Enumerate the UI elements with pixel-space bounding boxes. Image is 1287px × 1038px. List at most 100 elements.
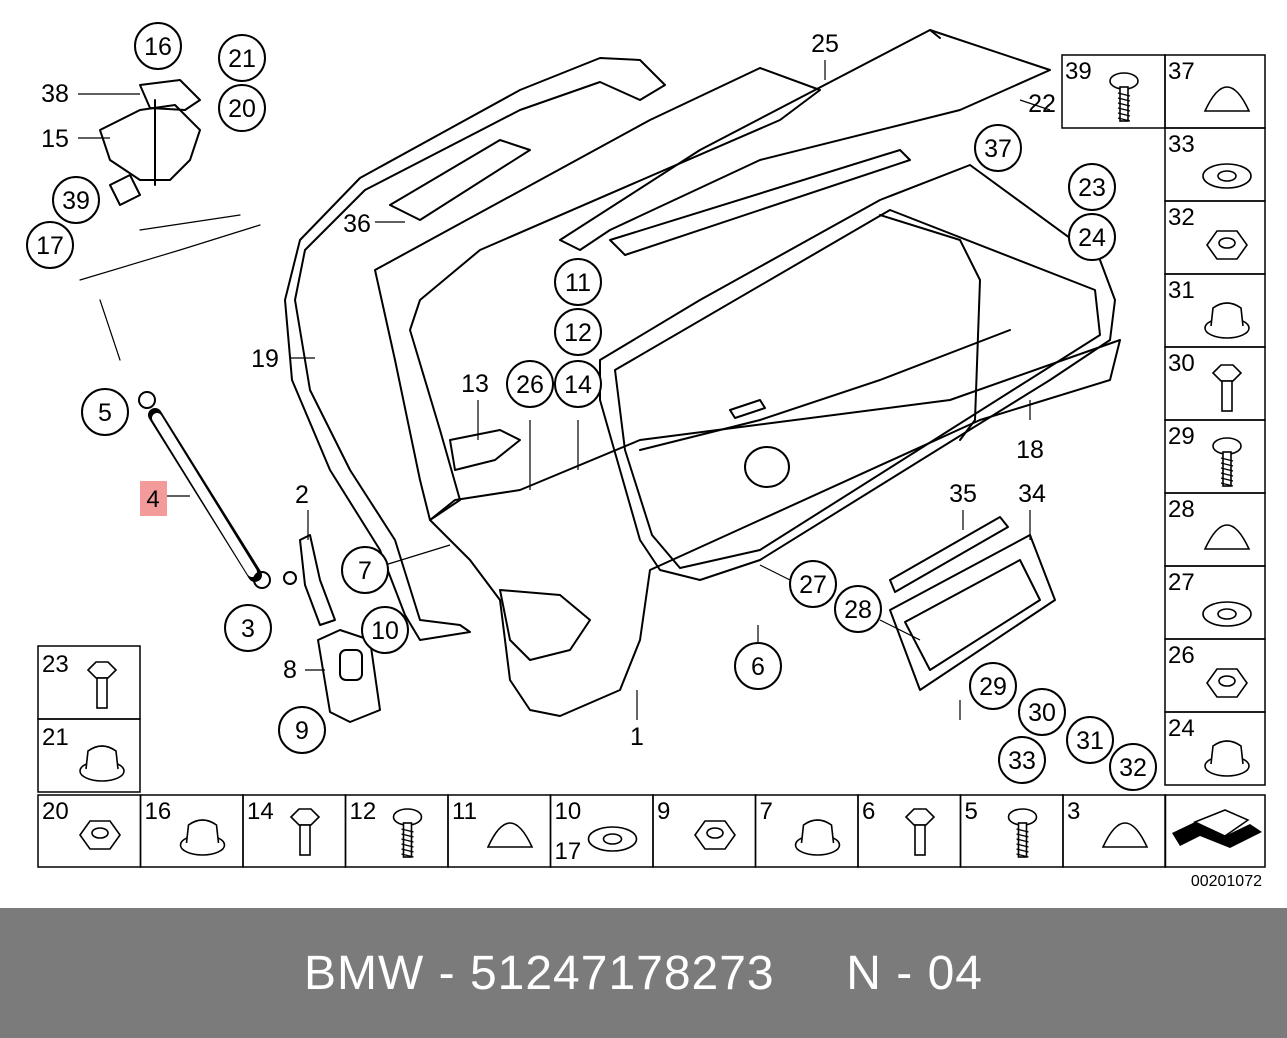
part-cell-3: 3 (1062, 794, 1167, 868)
part-cell-14: 14 (242, 794, 347, 868)
callout-17: 17 (26, 221, 74, 269)
callout-26: 26 (506, 360, 554, 408)
callout-23: 23 (1068, 163, 1116, 211)
license-bracket (499, 589, 591, 661)
diagram-code: 00201072 (1191, 873, 1262, 890)
callout-10: 10 (361, 606, 409, 654)
part-cell-31: 31 (1164, 273, 1266, 348)
part-cell-label: 31 (1168, 277, 1195, 304)
callout-21: 21 (218, 34, 266, 82)
callout-label: 24 (1078, 224, 1106, 252)
part-label-19: 19 (251, 345, 279, 373)
callout-label: 30 (1028, 699, 1056, 727)
part-cell-label-2: 17 (555, 838, 582, 865)
spoiler-25 (559, 29, 1051, 251)
part-cell-11: 11 (447, 794, 552, 868)
callout-31: 31 (1066, 716, 1114, 764)
callout-label: 32 (1119, 754, 1147, 782)
part-cell-24: 24 (1164, 711, 1266, 786)
callout-14: 14 (554, 360, 602, 408)
callout-label: 7 (358, 557, 372, 585)
part-number-caption: BMW - 51247178273 N - 04 (304, 946, 983, 1000)
callout-30: 30 (1018, 688, 1066, 736)
part-cell-label: 6 (862, 798, 875, 825)
callout-label: 39 (62, 187, 90, 215)
part-cell-label: 11 (452, 798, 477, 825)
callout-label: 9 (295, 717, 309, 745)
part-cell-label: 21 (42, 724, 69, 751)
part-label-38: 38 (41, 80, 69, 108)
tailgate-inner-frame (374, 67, 821, 521)
callout-label: 10 (371, 617, 399, 645)
callout-label: 28 (844, 596, 872, 624)
part-cell-12: 12 (344, 794, 449, 868)
callout-label: 29 (979, 673, 1007, 701)
callout-11: 11 (554, 258, 602, 306)
part-cell-label: 3 (1067, 798, 1080, 825)
part-cell-20: 20 (37, 794, 142, 868)
callout-27: 27 (789, 560, 837, 608)
lock-bracket (317, 629, 381, 723)
part-cell-label: 29 (1168, 423, 1195, 450)
part-cell-26: 26 (1164, 638, 1266, 713)
part-cell-label: 39 (1065, 58, 1092, 85)
part-label-13: 13 (461, 370, 489, 398)
part-cell-9: 9 (652, 794, 757, 868)
part-cell-37: 37 (1164, 54, 1266, 129)
callout-9: 9 (278, 706, 326, 754)
callout-3: 3 (224, 604, 272, 652)
seal-19 (284, 57, 666, 641)
part-cell-label: 14 (247, 798, 274, 825)
part-cell-7: 7 (754, 794, 859, 868)
callout-20: 20 (218, 84, 266, 132)
part-cell-label: 24 (1168, 715, 1195, 742)
part-label-2: 2 (295, 481, 309, 509)
callout-16: 16 (134, 22, 182, 70)
part-cell-30: 30 (1164, 346, 1266, 421)
callout-label: 21 (228, 45, 256, 73)
plate-34 (889, 534, 1056, 691)
callout-7: 7 (341, 546, 389, 594)
part-label-15: 15 (41, 125, 69, 153)
highlight-label: 4 (146, 486, 159, 513)
handle-36 (389, 139, 531, 221)
callout-label: 5 (98, 399, 112, 427)
callout-39: 39 (52, 176, 100, 224)
callout-label: 11 (565, 269, 591, 297)
part-cell-21: 21 (37, 718, 141, 793)
callout-label: 27 (799, 571, 827, 599)
part-cell-label: 5 (965, 798, 978, 825)
callout-32: 32 (1109, 743, 1157, 791)
callout-label: 16 (144, 33, 172, 61)
rear-window-glass (599, 164, 1116, 581)
highlight-box (140, 481, 167, 516)
part-label-8: 8 (283, 656, 297, 684)
bracket-2 (299, 534, 336, 626)
part-label-35: 35 (949, 480, 977, 508)
part-cell-6: 6 (857, 794, 962, 868)
callout-label: 3 (241, 615, 255, 643)
callout-37: 37 (974, 124, 1022, 172)
part-cell-label: 20 (42, 798, 69, 825)
hinge-15 (99, 104, 201, 181)
callout-29: 29 (969, 662, 1017, 710)
callout-12: 12 (554, 308, 602, 356)
part-cell-label: 32 (1168, 204, 1195, 231)
callout-label: 17 (36, 232, 64, 260)
part-cell-label: 23 (42, 651, 69, 678)
part-cell-32: 32 (1164, 200, 1266, 275)
callout-label: 23 (1078, 174, 1106, 202)
part-label-18: 18 (1016, 436, 1044, 464)
callout-33: 33 (998, 736, 1046, 784)
part-cell-27: 27 (1164, 565, 1266, 640)
footer-bar: BMW - 51247178273 N - 04 (0, 908, 1287, 1038)
part-label-36: 36 (343, 210, 371, 238)
part-cell-label: 7 (760, 798, 773, 825)
part-cell-label: 27 (1168, 569, 1195, 596)
callout-label: 31 (1076, 727, 1104, 755)
part-label-34: 34 (1018, 480, 1046, 508)
callout-label: 14 (564, 371, 592, 399)
strip-35 (889, 516, 1009, 593)
part-cell-16: 16 (139, 794, 244, 868)
